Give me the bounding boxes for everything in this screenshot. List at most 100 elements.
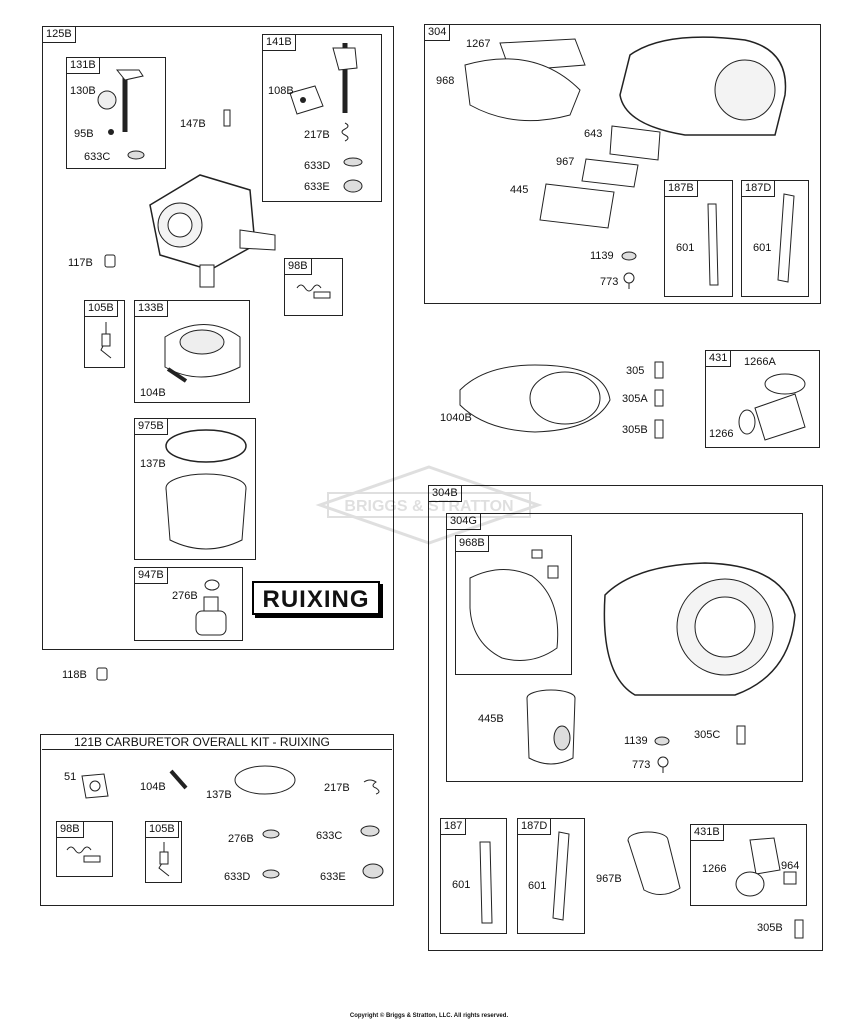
washer-633E-part [362,863,384,879]
pin-773-part [623,272,635,289]
label-plate-part [581,158,639,188]
part-label-305B-b: 305B [757,922,783,934]
part-label-137B: 137B [140,458,166,470]
filter-445-part [539,183,615,229]
part-label-773-b: 773 [632,759,651,771]
solenoid-part [195,579,227,636]
kit-label-104B: 104B [140,781,166,793]
idle-screw-part [296,284,331,299]
gasket-bowl-part [165,429,247,550]
group-141B [262,34,382,202]
group-label-431B: 431B [690,824,724,841]
pin-773b-part [657,756,669,773]
blower-housing-304G-part [603,562,796,696]
needle-valve-part [100,322,112,359]
washer-633C-part [360,825,380,837]
bolts-305-part [654,361,664,439]
group-label-133B: 133B [134,300,168,317]
kit-label-51: 51 [64,771,77,783]
group-98B [284,258,343,316]
watermark-text: BRIGGS & STRATTON [344,498,513,515]
seal-964-part [783,871,797,885]
group-304G [446,513,803,782]
bolt-305Bb-part [794,919,804,939]
kit-group-label-105B: 105B [145,821,179,838]
group-947B [134,567,243,641]
part-label-773: 773 [600,276,619,288]
kit-label-276B: 276B [228,833,254,845]
part-label-217B: 217B [304,129,330,141]
washer-1139-part [621,251,637,261]
group-label-975B: 975B [134,418,168,435]
plug-118B-part [96,667,108,681]
part-label-104B: 104B [140,387,166,399]
part-label-130B: 130B [70,85,96,97]
part-label-964: 964 [781,860,800,872]
part-label-967B: 967B [596,873,622,885]
part-label-1267: 1267 [466,38,491,50]
group-975B [134,418,256,560]
group-label-187: 187 [440,818,467,835]
kit-group-label-98B: 98B [56,821,84,838]
breather-tube-187B-part [707,203,719,286]
air-filter-cover-part [464,36,787,136]
group-label-947B: 947B [134,567,168,584]
part-label-305B: 305B [622,424,648,436]
group-431 [705,350,820,448]
group-label-304G: 304G [446,513,481,530]
group-187 [440,818,507,934]
cover-968B-part [469,549,559,661]
group-label-968B: 968B [455,535,489,552]
kit-label-633D: 633D [224,871,251,883]
part-label-1266-b: 1266 [702,863,727,875]
part-label-601-b: 601 [753,242,772,254]
washer-276B-part [262,829,280,839]
kit-label-137B: 137B [206,789,232,801]
filter-445B-part [526,689,576,765]
air-intake-431-part [738,373,806,441]
copyright-footer: Copyright © Briggs & Stratton, LLC. All … [349,1013,509,1019]
kit-needle-valve-part [158,842,170,877]
part-label-633C: 633C [84,151,111,163]
brand-badge: RUIXING [252,581,380,615]
group-label-125B: 125B [42,26,76,43]
group-label-98B: 98B [284,258,312,275]
group-121B-kit [40,734,394,906]
part-label-601-c: 601 [452,879,471,891]
part-label-968: 968 [436,75,455,87]
part-label-118B: 118B [62,669,87,681]
gasket-ring-kit-part [234,765,296,795]
part-label-1139-b: 1139 [624,735,648,747]
pin-kit-part [169,769,188,790]
insert-643-part [609,125,661,161]
part-label-305: 305 [626,365,645,377]
kit-label-633C: 633C [316,830,343,842]
part-label-445B: 445B [478,713,504,725]
breather-tube-187D-part [777,193,795,283]
part-label-305C: 305C [694,729,721,741]
part-label-445: 445 [510,184,529,196]
group-label-187B: 187B [664,180,698,197]
carburetor-body-part [149,174,276,288]
breather-tube-187D2-part [552,831,570,921]
part-label-95B: 95B [74,128,94,140]
blower-housing-1040B-part [459,364,611,433]
gasket-51-part [81,773,109,799]
group-304 [424,24,821,304]
group-304B [428,485,823,951]
part-label-117B: 117B [68,257,93,269]
group-label-141B: 141B [262,34,296,51]
tube-967B-part [627,831,681,895]
part-label-643: 643 [584,128,603,140]
air-intake-431B-part [735,837,781,897]
spring-kit-part [363,779,380,795]
kit-idle-screw-part [66,846,101,863]
part-label-967: 967 [556,156,575,168]
group-label-431: 431 [705,350,732,367]
throttle-shaft-part [97,69,145,160]
group-131B [66,57,166,169]
kit-label-217B: 217B [324,782,350,794]
group-label-105B: 105B [84,300,118,317]
pin-part [166,367,188,383]
plug-part [104,254,116,268]
